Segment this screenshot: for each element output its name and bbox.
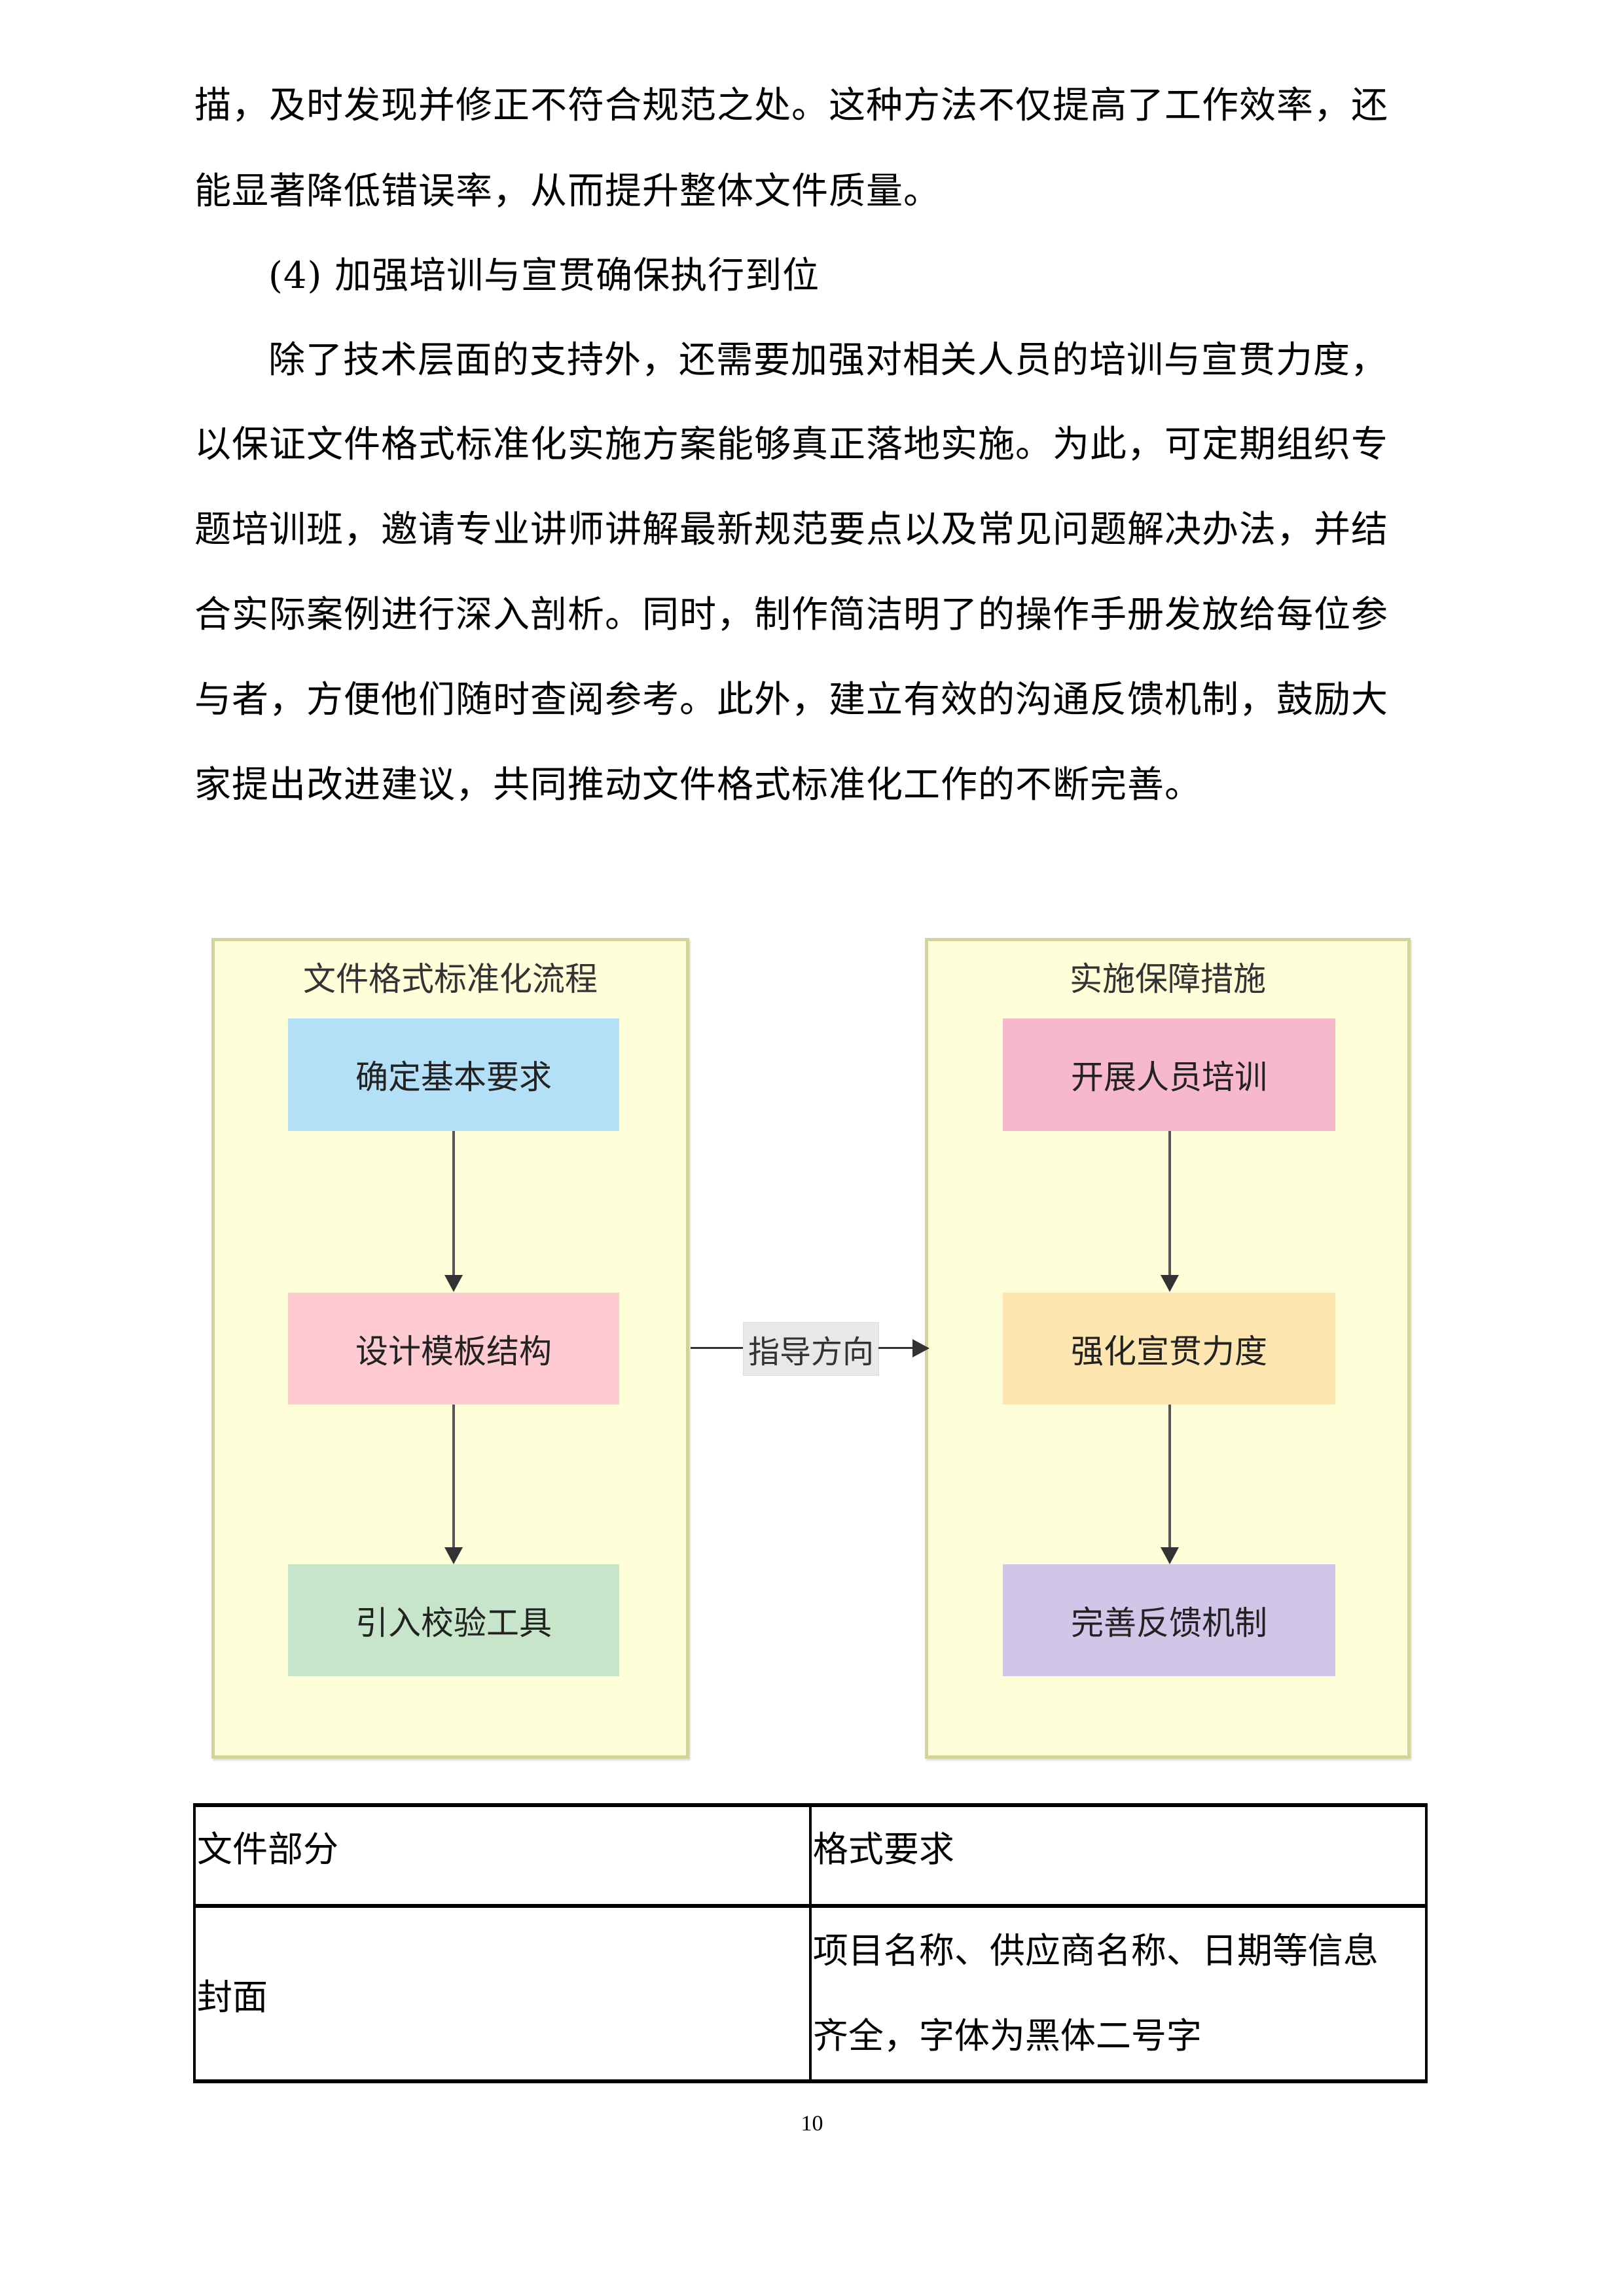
arrow-down-icon <box>444 1547 463 1564</box>
arrow-down-icon <box>444 1275 463 1292</box>
connector-line <box>452 1131 455 1276</box>
connector-line <box>452 1405 455 1549</box>
node-staff-training: 开展人员培训 <box>1003 1018 1335 1131</box>
connector-line <box>1168 1405 1171 1549</box>
format-requirements-table: 文件部分 格式要求 封面 项目名称、供应商名称、日期等信息 齐全，字体为黑体二号… <box>193 1803 1428 2083</box>
panel-title: 实施保障措施 <box>1070 960 1266 998</box>
arrow-right-icon <box>912 1339 929 1357</box>
node-strengthen-publicity: 强化宣贯力度 <box>1003 1293 1335 1405</box>
panel-title: 文件格式标准化流程 <box>303 960 598 998</box>
paragraph-line: 能显著降低错误率，从而提升整体文件质量。 <box>194 170 941 213</box>
requirement-line: 齐全，字体为黑体二号字 <box>812 2015 1202 2056</box>
node-design-template: 设计模板结构 <box>288 1293 619 1405</box>
page-number: 10 <box>801 2111 823 2136</box>
connector-line <box>1168 1131 1171 1276</box>
connector-line <box>878 1347 914 1349</box>
paragraph-line: 题培训班，邀请专业讲师讲解最新规范要点以及常见问题解决办法，并结 <box>194 509 1388 551</box>
requirement-line: 项目名称、供应商名称、日期等信息 <box>812 1930 1379 1971</box>
table-row: 封面 项目名称、供应商名称、日期等信息 齐全，字体为黑体二号字 <box>193 1905 1428 2083</box>
connector-line <box>691 1347 743 1349</box>
header-format-requirement: 格式要求 <box>808 1803 1428 1908</box>
paragraph-line: 描，及时发现并修正不符合规范之处。这种方法不仅提高了工作效率，还 <box>194 84 1388 127</box>
node-determine-requirements: 确定基本要求 <box>288 1018 619 1131</box>
cell-format-requirement: 项目名称、供应商名称、日期等信息 齐全，字体为黑体二号字 <box>808 1905 1428 2083</box>
paragraph-line: 除了技术层面的支持外，还需要加强对相关人员的培训与宣贯力度， <box>268 339 1388 382</box>
connector-label: 指导方向 <box>743 1322 879 1376</box>
arrow-down-icon <box>1161 1547 1179 1564</box>
arrow-down-icon <box>1161 1275 1179 1292</box>
header-file-part: 文件部分 <box>193 1803 812 1908</box>
node-improve-feedback: 完善反馈机制 <box>1003 1564 1335 1676</box>
table-header-row: 文件部分 格式要求 <box>193 1803 1428 1908</box>
paragraph-line: 与者，方便他们随时查阅参考。此外，建立有效的沟通反馈机制，鼓励大 <box>194 679 1388 721</box>
cell-file-part: 封面 <box>193 1905 812 2083</box>
paragraph-line: 以保证文件格式标准化实施方案能够真正落地实施。为此，可定期组织专 <box>194 423 1388 466</box>
paragraph-line: 合实际案例进行深入剖析。同时，制作简洁明了的操作手册发放给每位参 <box>194 594 1388 636</box>
paragraph-line: 家提出改进建议，共同推动文件格式标准化工作的不断完善。 <box>194 764 1202 806</box>
section-heading: (4) 加强培训与宣贯确保执行到位 <box>268 255 820 297</box>
node-introduce-validation-tool: 引入校验工具 <box>288 1564 619 1676</box>
